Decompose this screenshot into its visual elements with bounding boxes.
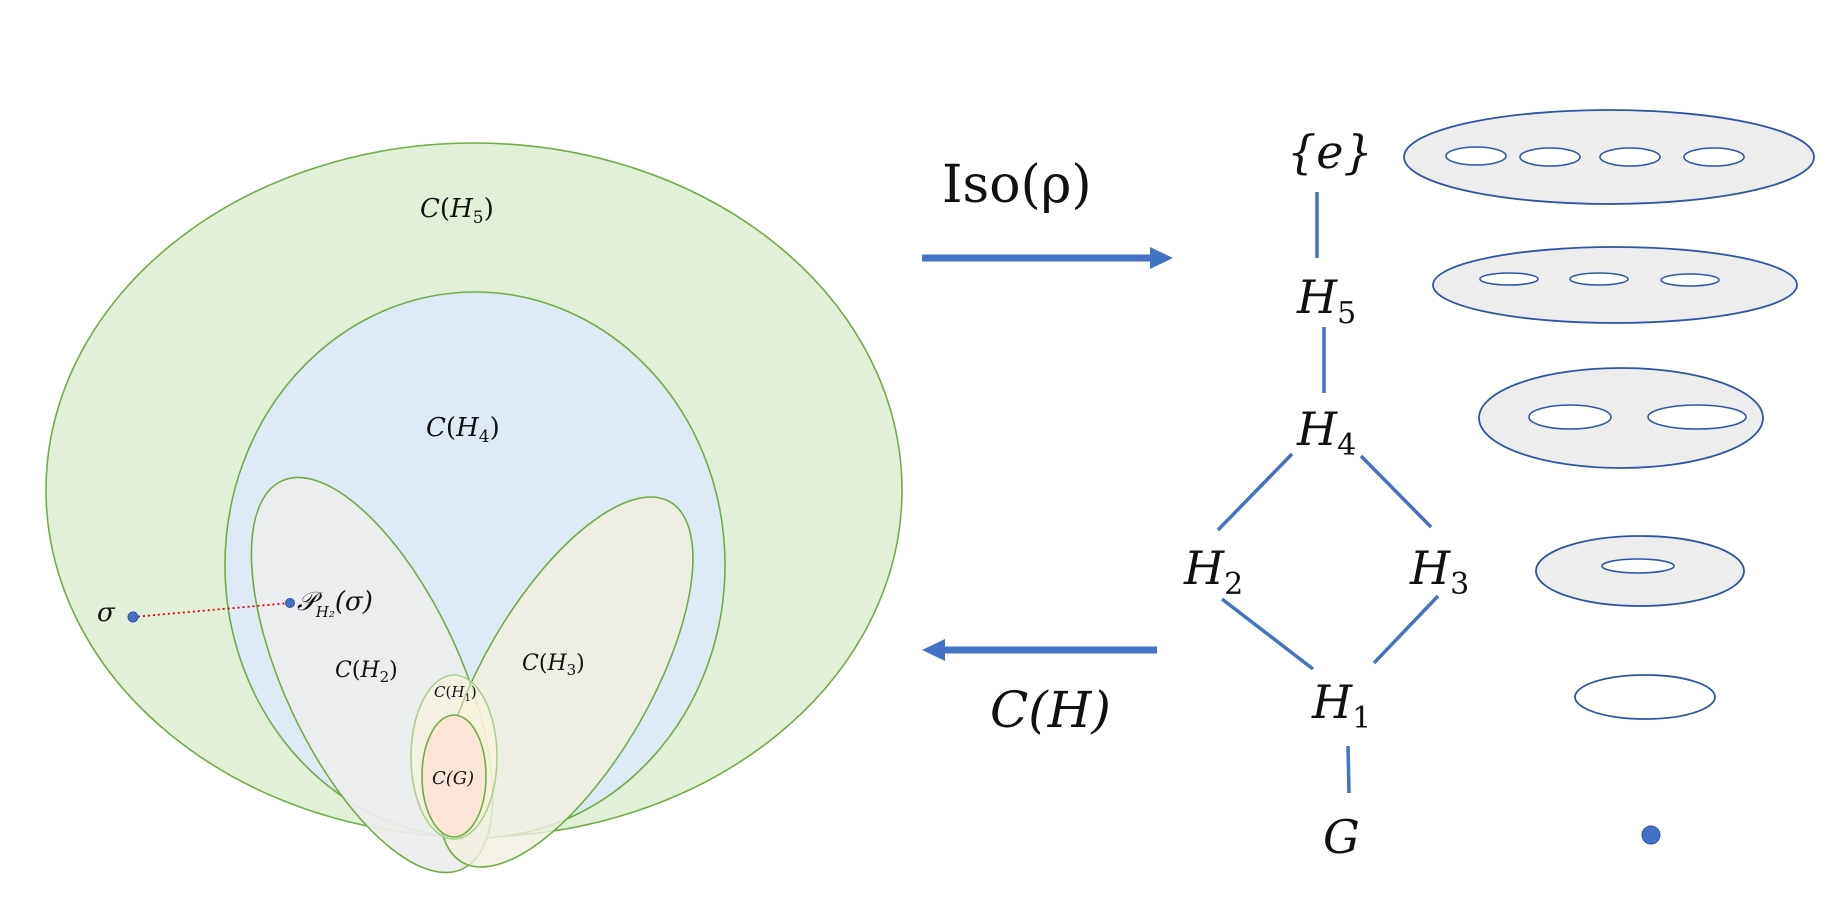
node-h4-sub: 4 (1337, 428, 1356, 463)
hole-icon (1683, 147, 1745, 167)
surface-genus-2 (1478, 367, 1764, 469)
subgroup-lattice: {e} H5 H4 H2 H3 H1 G (1183, 125, 1469, 864)
node-h2-sub: 2 (1224, 567, 1243, 602)
hole-icon (1445, 146, 1507, 166)
region-diagram: C(H5) C(H4) C(H2) C(H3) C(H1) C(G) σ 𝒫H₂… (45, 142, 903, 874)
projection-sub: H₂ (315, 603, 335, 621)
surface-genus-3 (1432, 246, 1798, 324)
backward-arrow-label: C(H) (990, 681, 1111, 739)
sigma-label: σ (97, 598, 116, 628)
hole-icon (1528, 404, 1612, 430)
node-h5-base: H (1296, 270, 1338, 324)
label-c-h3: C(H3) (522, 651, 585, 679)
node-h3: H3 (1409, 541, 1469, 602)
node-h5: H5 (1296, 270, 1356, 331)
label-c-h5-sub: 5 (473, 208, 484, 228)
edge-h4-h3 (1359, 454, 1433, 529)
label-c-h1-sub: 1 (464, 693, 470, 704)
edge-h1-g (1346, 745, 1351, 794)
hole-icon (1519, 147, 1581, 167)
hole-icon (1569, 272, 1629, 286)
surface-genus-3-body (1432, 246, 1798, 324)
label-c-h4-sub: 4 (479, 427, 490, 447)
node-h1-base: H (1311, 675, 1353, 729)
hole-icon (1601, 558, 1675, 574)
label-c-h5-base: C (420, 194, 440, 224)
label-c-h4-base: C (426, 413, 446, 443)
point-icon (1641, 825, 1661, 845)
node-trivial-group: {e} (1287, 125, 1373, 179)
node-h1: H1 (1311, 675, 1371, 736)
node-h3-sub: 3 (1450, 567, 1469, 602)
edge-h2-h1 (1220, 597, 1315, 671)
surface-genus-4 (1403, 109, 1815, 205)
surface-column (1403, 109, 1815, 845)
label-c-h2-sub: 2 (380, 668, 390, 686)
edge-h4-h2 (1216, 452, 1294, 532)
node-h4: H4 (1296, 402, 1356, 463)
hole-icon (1599, 147, 1661, 167)
label-c-h5: C(H5) (420, 194, 494, 228)
hole-icon (1660, 273, 1720, 287)
hole-icon (1479, 272, 1539, 286)
label-c-h4: C(H4) (426, 413, 500, 447)
node-h4-base: H (1296, 402, 1338, 456)
hole-icon (1647, 404, 1747, 430)
projection-label: 𝒫H₂(σ) (297, 587, 373, 621)
label-c-h2-base: C (335, 658, 352, 683)
surface-genus-2-body (1478, 367, 1764, 469)
sigma-point (127, 611, 139, 623)
node-h3-base: H (1409, 541, 1451, 595)
projection-arg: (σ) (335, 587, 373, 617)
edge-h3-h1 (1372, 594, 1440, 665)
node-h2: H2 (1183, 541, 1243, 602)
region-c-h3 (438, 496, 694, 868)
forward-arrow-head (1150, 247, 1173, 269)
backward-arrow-head (922, 639, 945, 661)
projection-line (132, 602, 291, 618)
surface-genus-0 (1574, 674, 1716, 720)
forward-arrow-label: Iso(ρ) (942, 155, 1092, 215)
node-h5-sub: 5 (1337, 296, 1356, 331)
node-h1-sub: 1 (1352, 701, 1371, 736)
projection-point (285, 598, 295, 608)
node-h2-base: H (1183, 541, 1225, 595)
label-c-h1-base: C (434, 683, 446, 701)
label-c-h3-sub: 3 (567, 661, 577, 679)
node-g: G (1323, 810, 1360, 864)
label-c-g: C(G) (432, 768, 474, 789)
label-c-h1: C(H1) (434, 683, 477, 704)
region-c-g (421, 714, 487, 838)
label-c-h2: C(H2) (335, 658, 398, 686)
surface-genus-1 (1535, 535, 1745, 607)
arrow-group: Iso(ρ) C(H) (922, 155, 1173, 739)
label-c-h3-base: C (522, 651, 539, 676)
